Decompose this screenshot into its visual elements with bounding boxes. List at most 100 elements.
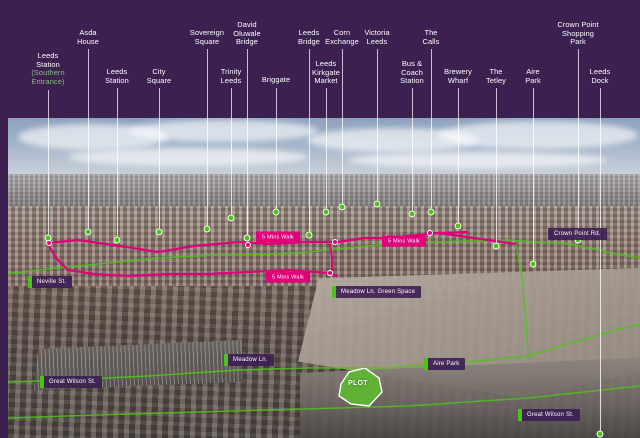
place-label-text: Neville St.: [37, 279, 67, 285]
callout-leader-line: [309, 49, 310, 118]
callout-band: Leeds Station(Southern Entrance)Asda Hou…: [0, 0, 640, 120]
location-marker[interactable]: [596, 430, 604, 438]
callout-label: Leeds Kirkgate Market: [312, 59, 340, 86]
location-marker[interactable]: [427, 208, 435, 216]
route-node-marker[interactable]: [245, 242, 251, 248]
location-marker[interactable]: [113, 236, 121, 244]
location-marker[interactable]: [305, 231, 313, 239]
callout-leader-line: [600, 88, 601, 118]
callout-leader-line: [88, 49, 89, 118]
photo-leader-line: [326, 118, 327, 212]
location-marker[interactable]: [272, 208, 280, 216]
photo-leader-line: [431, 118, 432, 212]
callout-leader-line: [48, 90, 49, 118]
callout-leader-line: [207, 49, 208, 118]
callout-label: David Oluwale Bridge: [233, 20, 261, 47]
place-label-badge[interactable]: Neville St.: [28, 276, 73, 288]
place-label-badge[interactable]: Meadow Ln.: [224, 354, 274, 366]
callout-label: Bus & Coach Station: [400, 59, 424, 86]
callout-leader-line: [412, 88, 413, 118]
location-marker[interactable]: [322, 208, 330, 216]
callout-leader-line: [377, 49, 378, 118]
cloud-shape: [68, 148, 308, 166]
photo-leader-line: [578, 118, 579, 240]
photo-leader-line: [458, 118, 459, 226]
photo-leader-line: [231, 118, 232, 218]
photo-leader-line: [496, 118, 497, 246]
callout-label: Leeds Bridge: [298, 28, 320, 46]
badge-swatch-icon: [40, 376, 44, 388]
callout-label: Victoria Leeds: [364, 28, 390, 46]
callout-label: Crown Point Shopping Park: [557, 20, 599, 47]
callout-label: City Square: [146, 67, 172, 85]
photo-leader-line: [48, 118, 49, 238]
place-label-text: Aire Park: [433, 361, 460, 367]
callout-leader-line: [276, 88, 277, 118]
place-label-badge[interactable]: Great Wilson St.: [518, 409, 580, 421]
location-marker[interactable]: [243, 234, 251, 242]
route-node-marker[interactable]: [427, 230, 433, 236]
route-node-marker[interactable]: [332, 239, 338, 245]
callout-label: The Tetley: [486, 67, 506, 85]
photo-leader-line: [247, 118, 248, 238]
callout-label: Briggate: [261, 75, 291, 84]
callout-label: The Calls: [422, 28, 440, 46]
location-marker[interactable]: [373, 200, 381, 208]
callout-leader-line: [342, 49, 343, 118]
callout-label: Leeds Station: [105, 67, 129, 85]
plot-label: PLOT: [348, 380, 368, 387]
photo-leader-line: [276, 118, 277, 212]
photo-leader-line: [117, 118, 118, 240]
photo-leader-line: [342, 118, 343, 207]
place-label-badge[interactable]: Great Wilson St.: [40, 376, 102, 388]
photo-leader-line: [412, 118, 413, 214]
callout-label: Leeds Station(Southern Entrance): [31, 51, 65, 86]
location-marker[interactable]: [529, 260, 537, 268]
callout-leader-line: [326, 88, 327, 118]
route-node-marker[interactable]: [46, 240, 52, 246]
callout-label: Brewery Wharf: [444, 67, 472, 85]
place-label-text: Meadow Ln. Green Space: [341, 289, 416, 295]
place-label-badge[interactable]: Crown Point Rd.: [548, 228, 607, 240]
photo-leader-line: [159, 118, 160, 232]
location-marker[interactable]: [408, 210, 416, 218]
location-marker[interactable]: [155, 228, 163, 236]
callout-leader-line: [247, 49, 248, 118]
badge-swatch-icon: [424, 358, 428, 370]
place-label-text: Great Wilson St.: [527, 412, 574, 418]
photo-leader-line: [377, 118, 378, 204]
route-node-marker[interactable]: [327, 270, 333, 276]
walk-time-pill: 5 Mins Walk: [266, 271, 310, 283]
location-marker[interactable]: [227, 214, 235, 222]
callout-leader-line: [533, 88, 534, 118]
location-marker[interactable]: [492, 242, 500, 250]
place-label-badge[interactable]: Meadow Ln. Green Space: [332, 286, 422, 298]
place-label-text: Meadow Ln.: [233, 357, 268, 363]
place-label-badge[interactable]: Aire Park: [424, 358, 466, 370]
callout-sublabel: (Southern Entrance): [31, 68, 65, 86]
callout-label: Sovereign Square: [189, 28, 225, 46]
place-label-text: Great Wilson St.: [49, 379, 96, 385]
callout-leader-line: [159, 88, 160, 118]
walking-route-lines: [48, 230, 517, 278]
badge-swatch-icon: [224, 354, 228, 366]
photo-leader-line: [533, 118, 534, 264]
place-label-text: Crown Point Rd.: [554, 231, 601, 237]
photo-leader-line: [309, 118, 310, 235]
location-marker[interactable]: [454, 222, 462, 230]
callout-leader-line: [578, 49, 579, 118]
walk-time-pill: 5 Mins Walk: [382, 235, 426, 247]
location-marker[interactable]: [203, 225, 211, 233]
plot-polygon[interactable]: [335, 368, 387, 408]
callout-label: Leeds Dock: [589, 67, 611, 85]
location-marker[interactable]: [84, 228, 92, 236]
location-marker[interactable]: [338, 203, 346, 211]
photo-leader-line: [207, 118, 208, 229]
callout-leader-line: [231, 88, 232, 118]
aerial-photo: PLOT: [8, 118, 640, 438]
badge-swatch-icon: [28, 276, 32, 288]
callout-leader-line: [117, 88, 118, 118]
callout-leader-line: [458, 88, 459, 118]
callout-label: Asda House: [77, 28, 99, 46]
